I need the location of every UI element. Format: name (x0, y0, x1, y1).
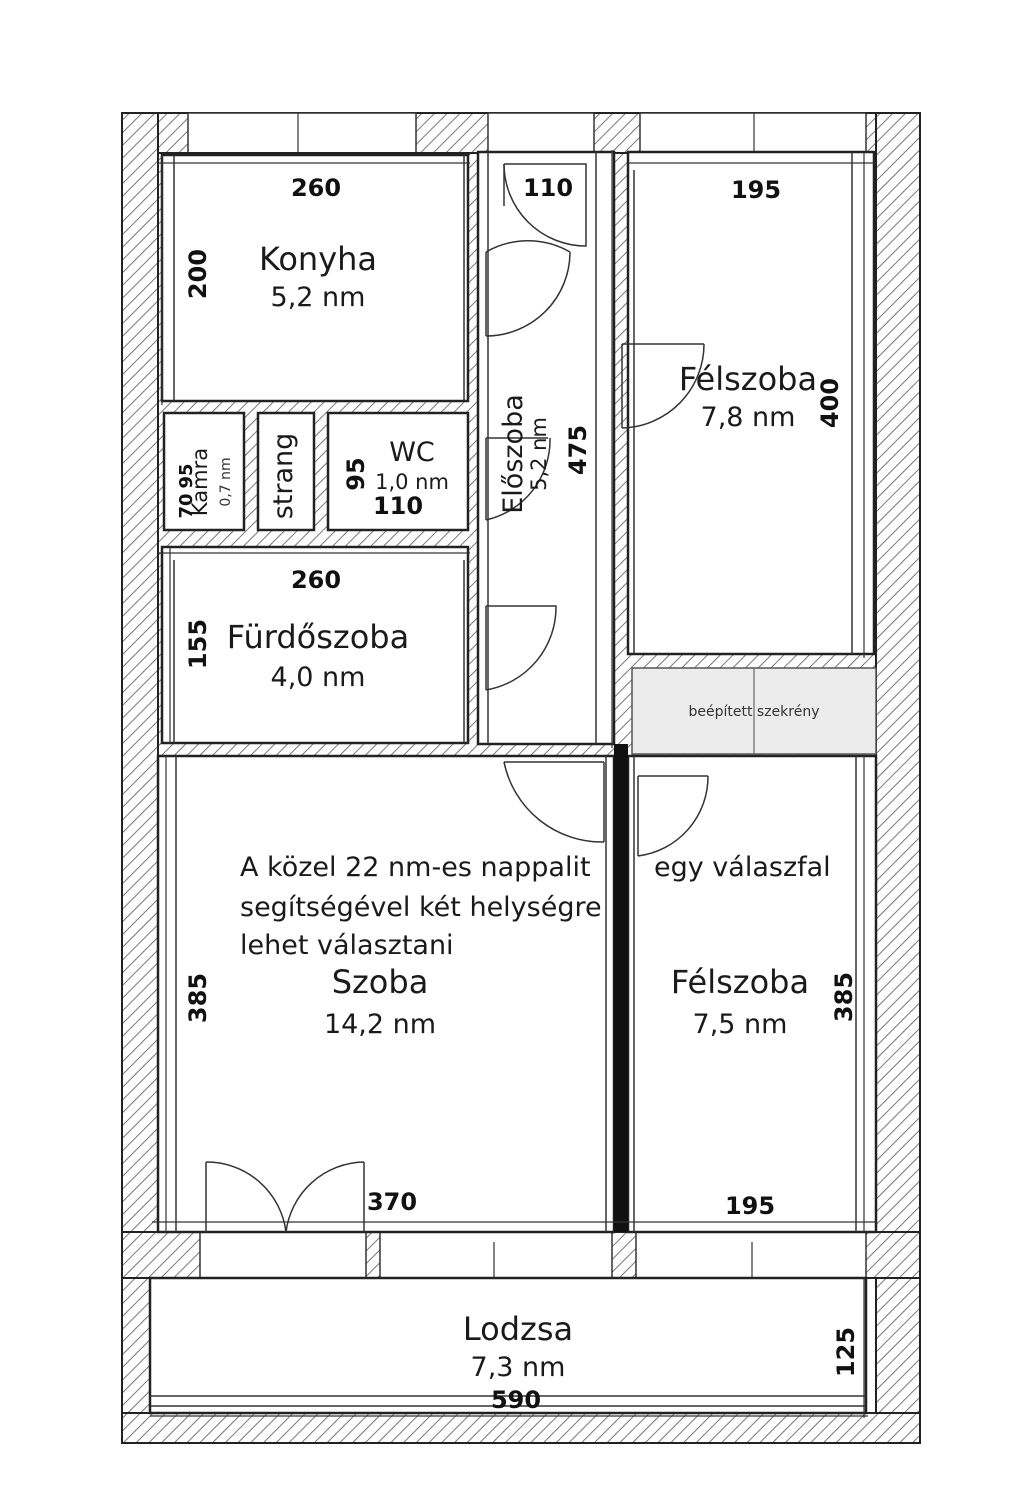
partition-wall (614, 744, 628, 1232)
note-line1a: A közel 22 nm-es nappalit (240, 852, 591, 883)
dim-kamra-a: 95 (176, 463, 197, 488)
note-line1b: egy válaszfal (654, 852, 831, 883)
dim-felszoba-bottom-width: 195 (725, 1192, 775, 1220)
wc-area: 1,0 nm (375, 470, 449, 494)
lodzsa-area: 7,3 nm (471, 1352, 566, 1383)
konyha-label: Konyha (259, 240, 377, 278)
room-felszoba-bottom (626, 754, 878, 1234)
konyha-area: 5,2 nm (271, 282, 366, 313)
dim-szoba-width: 370 (367, 1188, 417, 1216)
room-furdoszoba (160, 545, 470, 745)
room-kamra (162, 411, 246, 532)
room-konyha (160, 153, 470, 403)
dim-konyha-height: 200 (184, 249, 212, 299)
kamra-label: Kamra (188, 448, 212, 516)
bottom-windows (199, 1231, 867, 1279)
dim-felszoba-bottom-height: 385 (830, 972, 858, 1022)
dim-kamra-b: 70 (176, 493, 197, 518)
doors (205, 163, 709, 1233)
dim-felszoba-top-width: 195 (731, 176, 781, 204)
dim-lodzsa-width: 590 (491, 1386, 541, 1414)
room-lodzsa (148, 1276, 868, 1415)
strang-label: strang (268, 433, 299, 520)
dim-lodzsa-height: 125 (832, 1327, 860, 1377)
eloszoba-area: 5,2 nm (527, 417, 551, 491)
dim-furdo-width: 260 (291, 566, 341, 594)
dimension-lines (150, 150, 876, 1418)
dim-wc-height: 95 (342, 457, 370, 490)
room-eloszoba (476, 150, 616, 746)
note-line2: segítségével két helységre (240, 892, 602, 923)
szekreny-label: beépített szekrény (688, 704, 819, 720)
dim-eloszoba-height: 475 (564, 425, 592, 475)
szoba-label: Szoba (332, 963, 429, 1001)
felszoba-bottom-area: 7,5 nm (693, 1009, 788, 1040)
furdoszoba-label: Fürdőszoba (227, 618, 409, 656)
dim-felszoba-top-height: 400 (816, 378, 844, 428)
room-felszoba-top (626, 150, 876, 656)
felszoba-top-label: Félszoba (679, 360, 817, 398)
felszoba-bottom-label: Félszoba (671, 963, 809, 1001)
dim-eloszoba-width: 110 (523, 174, 573, 202)
eloszoba-label: Előszoba (498, 394, 529, 514)
dim-wc-width: 110 (373, 492, 423, 520)
note-line3: lehet választani (240, 930, 454, 961)
dim-szoba-height: 385 (184, 973, 212, 1023)
dim-konyha-width: 260 (291, 174, 341, 202)
room-strang (256, 411, 316, 532)
lodzsa-label: Lodzsa (463, 1310, 573, 1348)
szoba-area: 14,2 nm (324, 1009, 436, 1040)
dim-furdo-height: 155 (184, 619, 212, 669)
room-wc (326, 411, 470, 532)
wc-label: WC (389, 437, 435, 468)
felszoba-top-area: 7,8 nm (701, 402, 796, 433)
top-windows (187, 112, 867, 154)
kamra-area: 0,7 nm (218, 457, 234, 506)
furdoszoba-area: 4,0 nm (271, 662, 366, 693)
room-szoba (156, 754, 616, 1234)
